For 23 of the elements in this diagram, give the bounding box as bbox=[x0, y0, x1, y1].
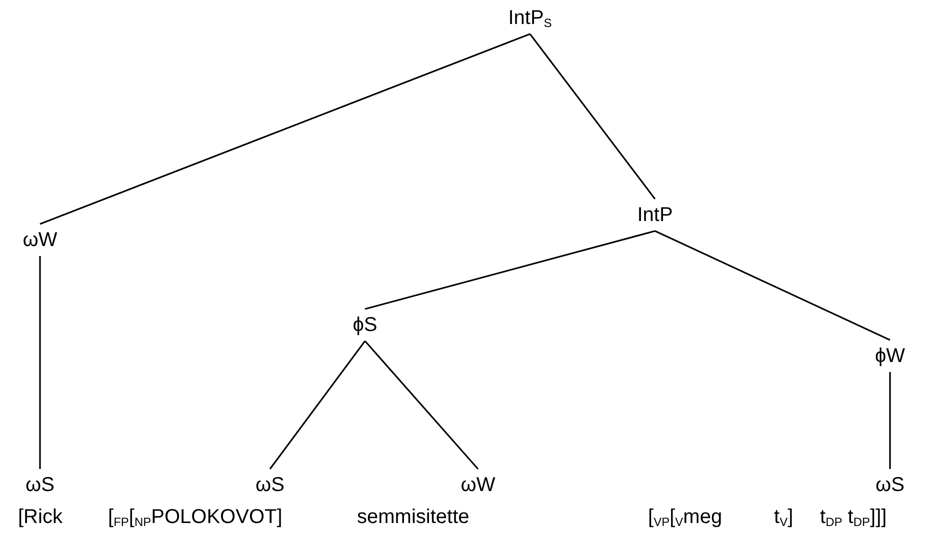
terminal-word: [Rick bbox=[18, 505, 62, 529]
tree-branch bbox=[40, 33, 530, 225]
tree-branch bbox=[889, 372, 891, 469]
tree-node-label: ωS bbox=[874, 473, 906, 497]
tree-branch bbox=[654, 230, 890, 341]
tree-branch bbox=[269, 340, 366, 470]
tree-node-label: ωS bbox=[24, 473, 56, 497]
tree-branch bbox=[39, 256, 41, 469]
tree-node-label: ωS bbox=[254, 473, 286, 497]
tree-branch bbox=[364, 340, 479, 470]
tree-node-label: ϕW bbox=[872, 344, 908, 368]
terminal-word: [$_{FP}$[$_{NP}$POLOKOVOT] bbox=[108, 505, 282, 529]
terminal-word: t$_{DP}$ t$_{DP}$]]] bbox=[820, 505, 887, 529]
terminal-word: [$_{VP}$[$_{V}$meg bbox=[648, 505, 722, 529]
tree-node-label: IntP bbox=[635, 203, 675, 227]
tree-node-label: ϕS bbox=[350, 313, 380, 337]
tree-node-label: ωW bbox=[458, 473, 498, 497]
tree-branch bbox=[364, 230, 656, 310]
tree-node-label: ωW bbox=[20, 228, 60, 252]
tree-branch bbox=[529, 34, 656, 200]
tree-node-label: IntP$_{S}$ bbox=[506, 6, 554, 30]
terminal-word: semmisitette bbox=[357, 505, 470, 529]
terminal-word: t$_{V}$] bbox=[774, 505, 794, 529]
